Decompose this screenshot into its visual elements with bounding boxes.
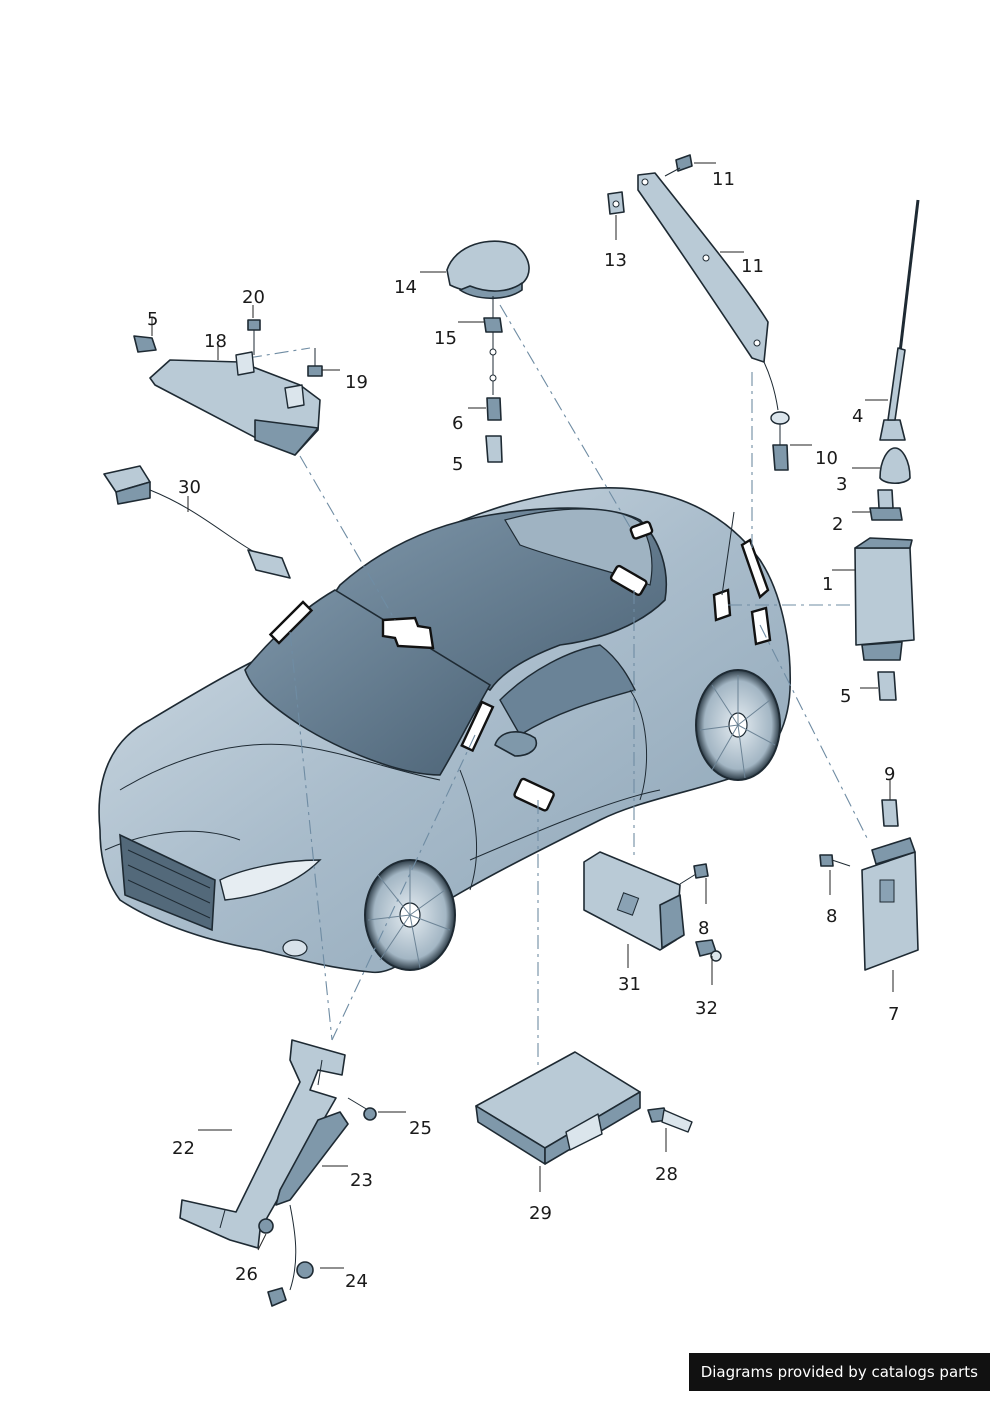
leader-lines	[151, 162, 894, 1269]
part-20-screw	[247, 319, 261, 355]
callout-7: 7	[888, 1004, 899, 1025]
callout-24: 24	[345, 1271, 368, 1292]
zone-a-pillar-right	[460, 700, 495, 753]
callout-18: 18	[204, 331, 227, 352]
zone-roof-front	[609, 564, 648, 596]
part-12-screw	[664, 154, 693, 177]
part-10-connector	[770, 411, 790, 471]
part-18-bracket	[149, 351, 321, 456]
part-3-cone	[879, 447, 911, 485]
part-28-connector	[647, 1107, 693, 1133]
callout-8-a: 8	[826, 906, 837, 927]
part-32-connector	[695, 939, 722, 962]
part-26-nut	[258, 1218, 274, 1234]
part-5-connector-a	[485, 435, 503, 463]
callout-26: 26	[235, 1264, 258, 1285]
part-24-plug	[267, 1287, 287, 1307]
part-23-antenna-module	[275, 1111, 349, 1291]
part-30-cable	[103, 465, 291, 579]
callout-5-a: 5	[452, 454, 463, 475]
part-31-module	[583, 851, 685, 951]
callout-19: 19	[345, 372, 368, 393]
part-15-grommet-cable	[483, 296, 503, 395]
part-7-module	[861, 837, 919, 971]
callout-29: 29	[529, 1203, 552, 1224]
part-11-antenna-panel	[637, 172, 779, 411]
callout-31: 31	[618, 974, 641, 995]
callout-11-label: 11	[741, 256, 764, 277]
zone-rear-pillar	[740, 538, 770, 600]
callout-13: 13	[604, 250, 627, 271]
part-4-rod-antenna	[879, 199, 920, 441]
part-24-nut	[296, 1261, 314, 1279]
part-9-connector	[881, 799, 899, 827]
callout-4: 4	[852, 406, 863, 427]
callout-22: 22	[172, 1138, 195, 1159]
callout-5-c: 5	[840, 686, 851, 707]
part-14-roof-antenna	[446, 240, 530, 300]
callout-28: 28	[655, 1164, 678, 1185]
guide-lines	[247, 304, 869, 1068]
zone-door	[513, 777, 555, 812]
zone-mirror-base	[381, 616, 435, 650]
callout-2: 2	[832, 514, 843, 535]
callout-15: 15	[434, 328, 457, 349]
callout-14: 14	[394, 277, 417, 298]
part-25-screw	[347, 1097, 377, 1121]
callout-32: 32	[695, 998, 718, 1019]
part-6-plug	[486, 397, 502, 421]
part-8-screw-b	[679, 863, 709, 885]
zone-roof-tab	[629, 520, 654, 540]
callout-3: 3	[836, 474, 847, 495]
part-8-screw-a	[819, 854, 851, 867]
part-2-nut	[869, 489, 903, 521]
callout-labels: 11 13 11 11 14 15 6 5 10 4 3 2 1 5 9 8 7…	[147, 169, 899, 1292]
part-5-connector-c	[877, 671, 897, 701]
callout-30: 30	[178, 477, 201, 498]
part-22-bracket	[179, 1039, 346, 1249]
callout-5-b: 5	[147, 309, 158, 330]
callout-1: 1	[822, 574, 833, 595]
zone-a-pillar-left	[268, 600, 314, 645]
part-1-amplifier	[854, 537, 915, 661]
callout-8-b: 8	[698, 918, 709, 939]
footer-credit: Diagrams provided by catalogs parts	[688, 1353, 990, 1391]
part-29-control-unit	[475, 1051, 641, 1165]
callout-20: 20	[242, 287, 265, 308]
car-illustration	[98, 487, 792, 974]
zone-antenna-base	[712, 588, 732, 622]
part-13-clip	[607, 191, 625, 215]
part-5-connector-b	[133, 335, 157, 353]
callout-6: 6	[452, 413, 463, 434]
part-19-screw	[307, 348, 323, 377]
callout-23: 23	[350, 1170, 373, 1191]
callout-10: 10	[815, 448, 838, 469]
callout-25: 25	[409, 1118, 432, 1139]
callout-9: 9	[884, 764, 895, 785]
callout-12: 11	[712, 169, 735, 190]
